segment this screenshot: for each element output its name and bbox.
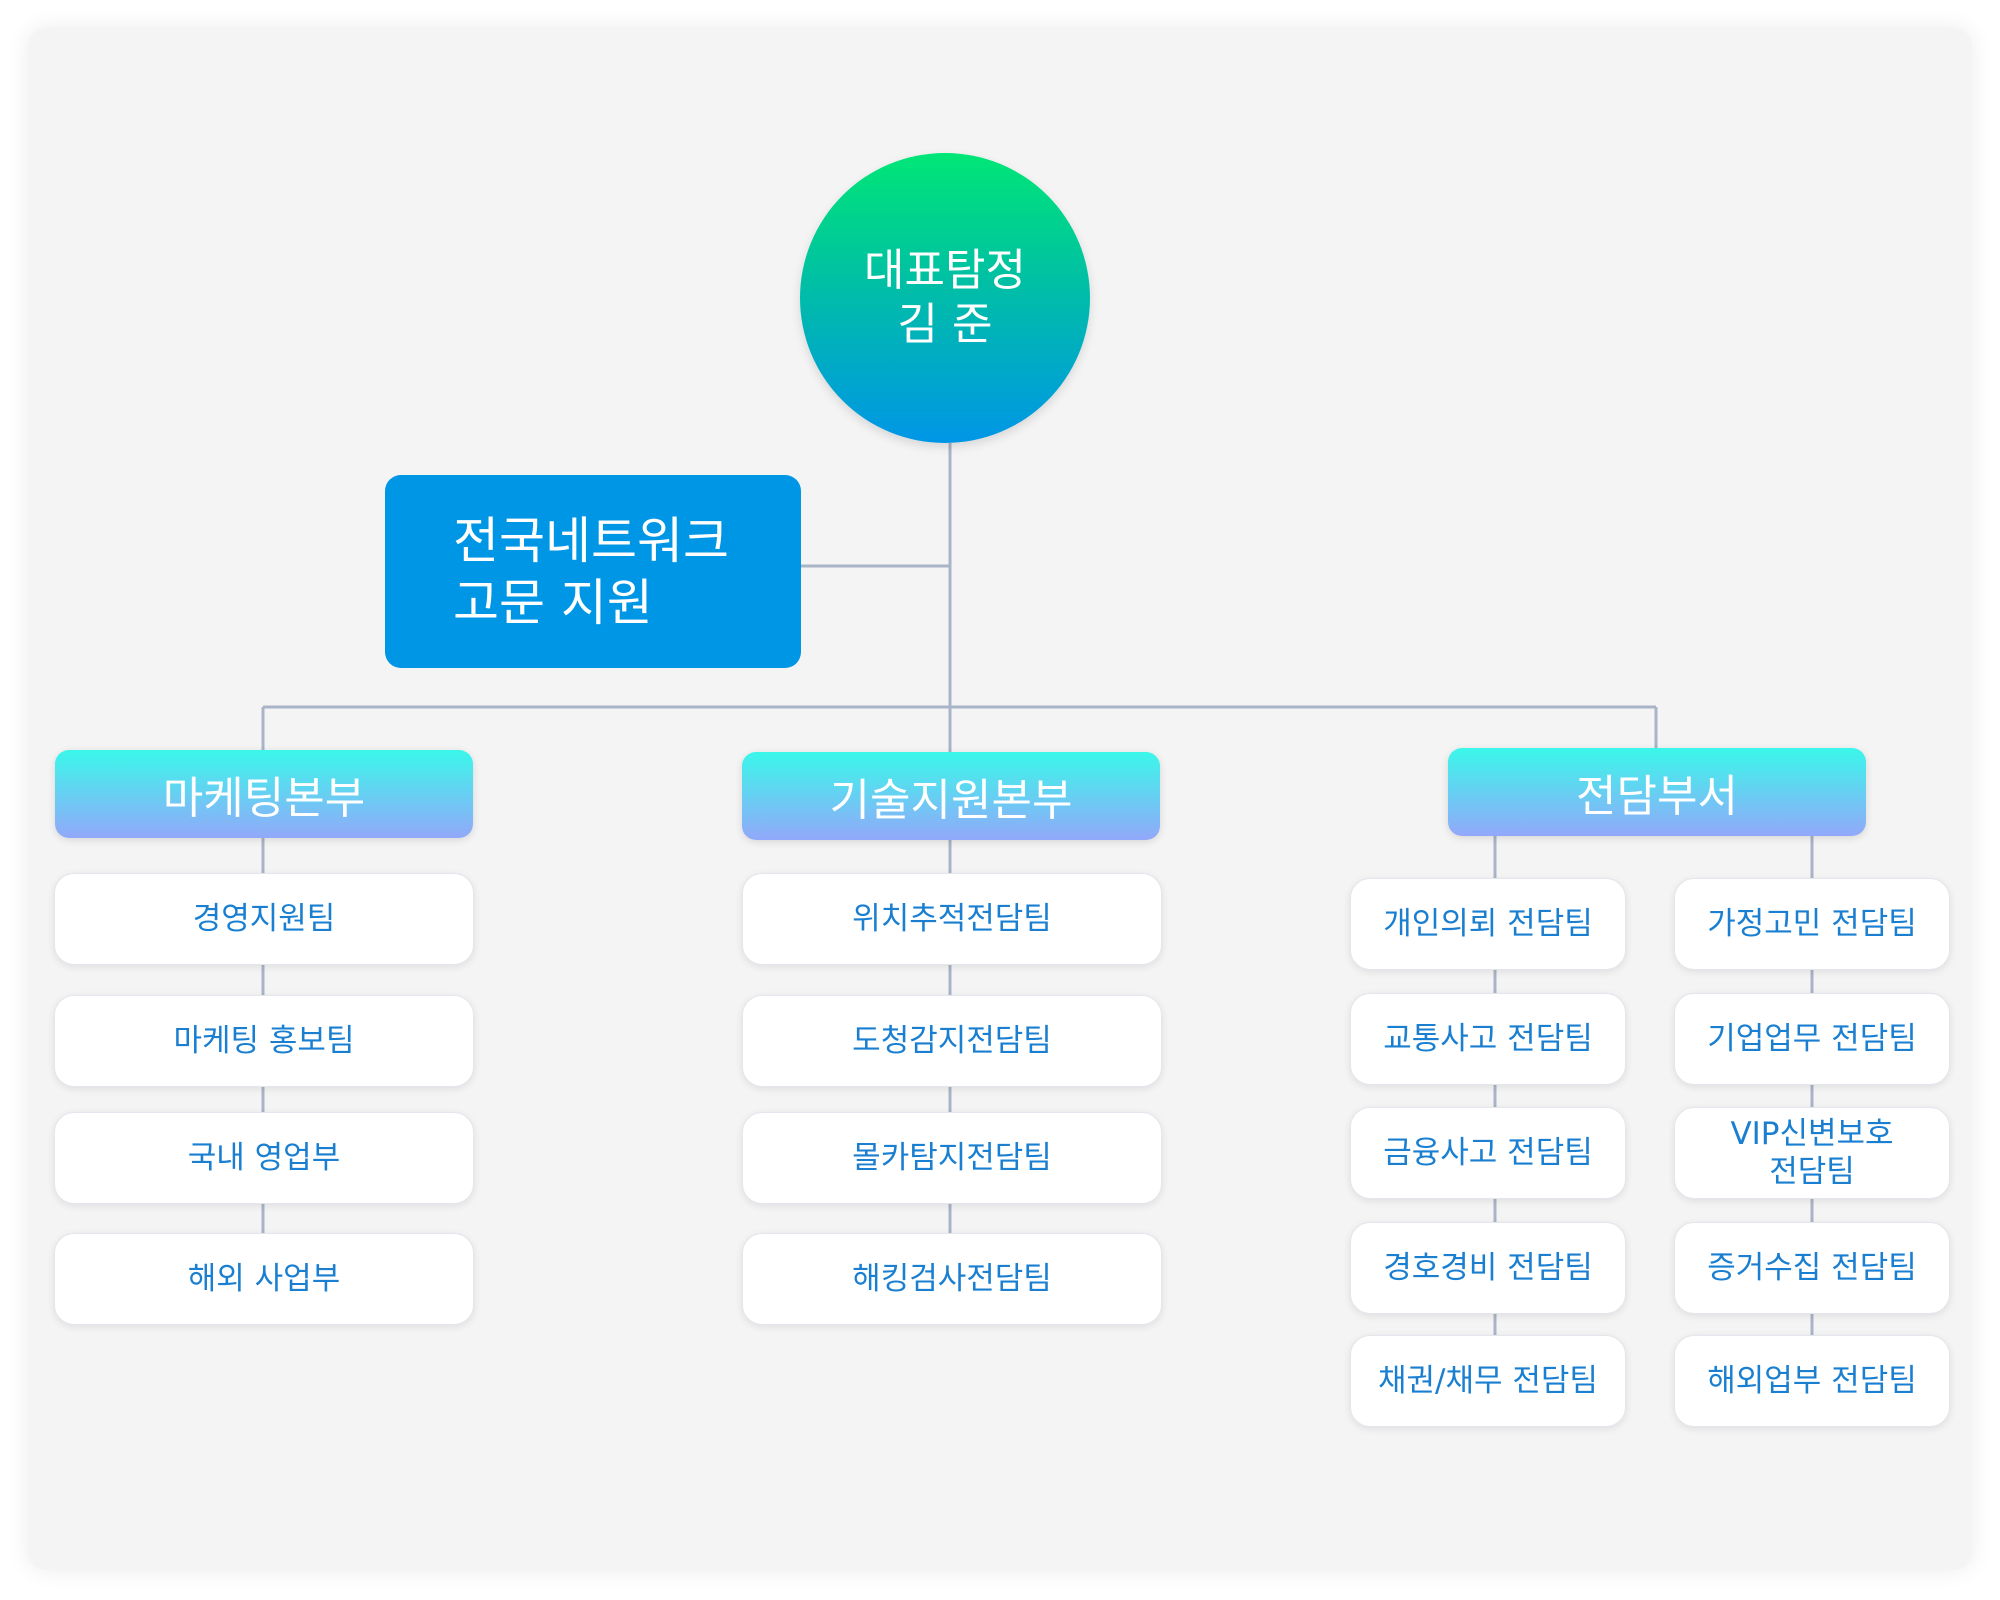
advisor-line2: 고문 지원 [453, 573, 653, 632]
team-node: 도청감지전담팀 [742, 995, 1162, 1087]
division-dedicated: 전담부서 [1448, 748, 1866, 836]
team-node: 교통사고 전담팀 [1350, 993, 1626, 1085]
division-tech-support: 기술지원본부 [742, 752, 1160, 840]
division-marketing: 마케팅본부 [55, 750, 473, 838]
team-label: 증거수집 전담팀 [1707, 1250, 1917, 1286]
ceo-title: 대표탐정 [864, 245, 1026, 296]
team-node: 가정고민 전담팀 [1674, 878, 1950, 970]
team-node: 마케팅 홍보팀 [54, 995, 474, 1087]
team-node: 기업업무 전담팀 [1674, 993, 1950, 1085]
team-node: 개인의뢰 전담팀 [1350, 878, 1626, 970]
team-node: 국내 영업부 [54, 1112, 474, 1204]
team-node: 몰카탐지전담팀 [742, 1112, 1162, 1204]
team-label: 가정고민 전담팀 [1707, 906, 1917, 942]
team-label-line1: VIP신변보호 [1730, 1116, 1894, 1152]
team-node: 금융사고 전담팀 [1350, 1107, 1626, 1199]
advisor-line1: 전국네트워크 [453, 511, 729, 570]
team-node: 해외업부 전담팀 [1674, 1335, 1950, 1427]
team-node: VIP신변보호 전담팀 [1674, 1107, 1950, 1199]
team-label-line2: 전담팀 [1769, 1154, 1855, 1190]
team-node: 경호경비 전담팀 [1350, 1222, 1626, 1314]
ceo-node: 대표탐정 김 준 [800, 153, 1090, 443]
team-node: 채권/채무 전담팀 [1350, 1335, 1626, 1427]
ceo-name: 김 준 [897, 299, 993, 350]
team-node: 경영지원팀 [54, 873, 474, 965]
team-node: 증거수집 전담팀 [1674, 1222, 1950, 1314]
advisor-node: 전국네트워크 고문 지원 [385, 475, 801, 668]
team-node: 위치추적전담팀 [742, 873, 1162, 965]
team-node: 해킹검사전담팀 [742, 1233, 1162, 1325]
team-label: 해외업부 전담팀 [1707, 1363, 1917, 1399]
team-label: 기업업무 전담팀 [1707, 1021, 1917, 1057]
team-node: 해외 사업부 [54, 1233, 474, 1325]
